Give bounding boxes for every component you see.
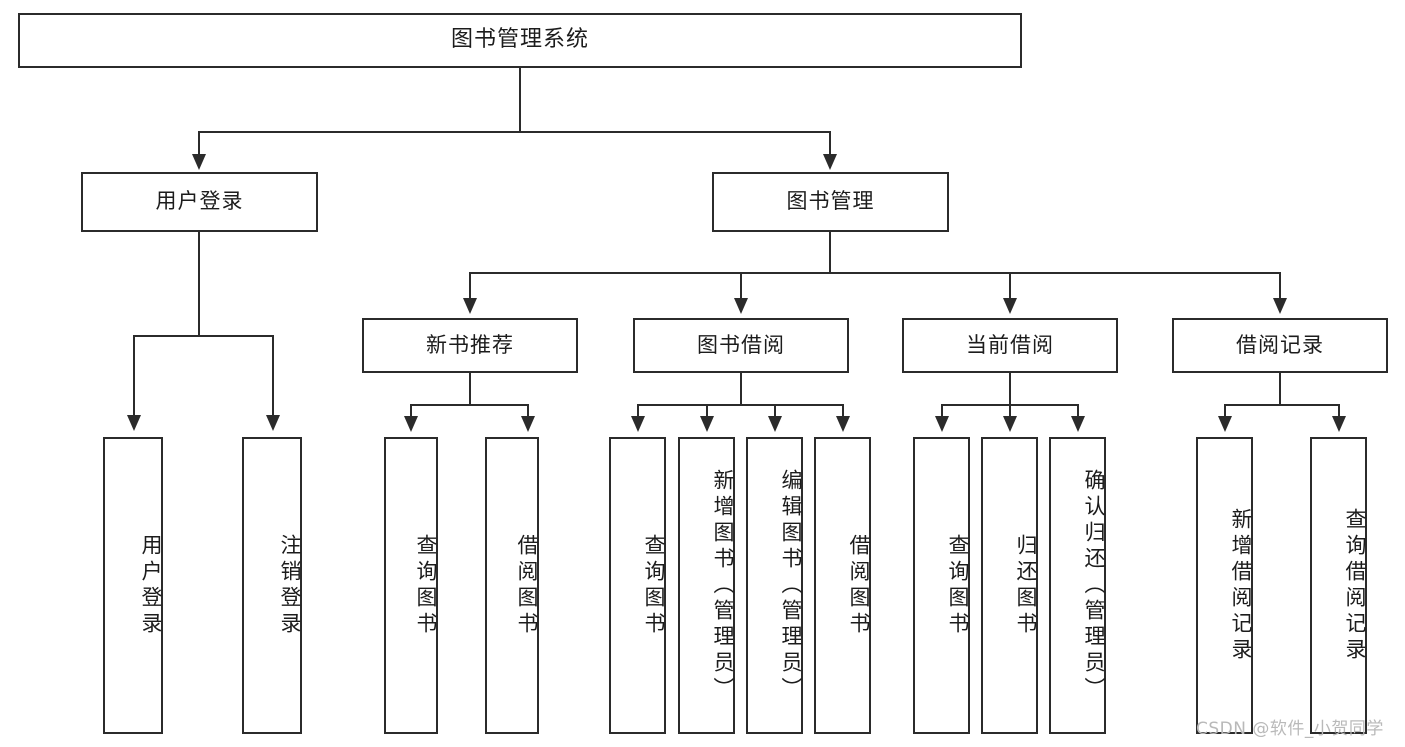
node-label: 编辑图书（管理员） [779,468,803,703]
arrow-down-icon [1218,416,1232,432]
connector-root-stem [519,68,521,131]
leaf-book-borrow-edit-book[interactable]: 编辑图书（管理员） [746,437,803,734]
connector-current-borrow-to-leaf-2 [1009,404,1011,418]
node-label: 查询图书 [414,533,438,638]
connector-book-manage-bus [469,272,1280,274]
arrow-down-icon [192,154,206,170]
node-label: 查询图书 [642,533,666,638]
connector-root-to-book-manage [829,131,831,156]
arrow-down-icon [266,415,280,431]
connector-borrow-record-stem [1279,373,1281,405]
connector-book-manage-stem [829,232,831,273]
node-label: 图书管理系统 [450,27,589,53]
connector-current-borrow-to-leaf-3 [1077,404,1079,418]
node-user-login[interactable]: 用户登录 [81,172,318,232]
node-current-borrow[interactable]: 当前借阅 [902,318,1118,373]
connector-user-login-bus [133,335,274,337]
connector-root-bus [198,131,831,133]
connector-user-login-to-leaf-2 [272,335,274,417]
node-label: 注销登录 [278,533,302,638]
arrow-down-icon [823,154,837,170]
connector-book-borrow-bus [637,404,843,406]
leaf-new-book-borrow-book[interactable]: 借阅图书 [485,437,539,734]
arrow-down-icon [1003,298,1017,314]
connector-new-book-stem [469,373,471,405]
connector-new-book-bus [410,404,529,406]
leaf-current-borrow-query-book[interactable]: 查询图书 [913,437,970,734]
leaf-user-login-logout[interactable]: 注销登录 [242,437,302,734]
node-new-book-recommend[interactable]: 新书推荐 [362,318,578,373]
arrow-down-icon [836,416,850,432]
node-borrow-record[interactable]: 借阅记录 [1172,318,1388,373]
arrow-down-icon [1003,416,1017,432]
node-label: 借阅图书 [515,533,539,638]
arrow-down-icon [1071,416,1085,432]
node-book-borrow[interactable]: 图书借阅 [633,318,849,373]
node-label: 归还图书 [1014,533,1038,638]
connector-book-borrow-stem [740,373,742,405]
leaf-book-borrow-query-book[interactable]: 查询图书 [609,437,666,734]
arrow-down-icon [734,298,748,314]
leaf-new-book-query-book[interactable]: 查询图书 [384,437,438,734]
leaf-book-borrow-borrow-book[interactable]: 借阅图书 [814,437,871,734]
connector-current-borrow-stem [1009,373,1011,405]
arrow-down-icon [768,416,782,432]
node-label: 新增图书（管理员） [711,468,735,703]
node-label: 用户登录 [155,189,244,214]
leaf-borrow-record-add-record[interactable]: 新增借阅记录 [1196,437,1253,734]
arrow-down-icon [404,416,418,432]
node-label: 图书借阅 [697,332,785,357]
node-label: 用户登录 [139,533,163,638]
leaf-book-borrow-add-book[interactable]: 新增图书（管理员） [678,437,735,734]
arrow-down-icon [1273,298,1287,314]
node-book-manage[interactable]: 图书管理 [712,172,949,232]
connector-to-new-book [469,272,471,300]
connector-borrow-record-to-leaf-2 [1338,404,1340,418]
connector-to-book-borrow [740,272,742,300]
node-label: 新书推荐 [426,332,514,357]
node-label: 当前借阅 [966,332,1054,357]
node-label: 新增借阅记录 [1229,507,1253,664]
node-root-system[interactable]: 图书管理系统 [18,13,1022,68]
arrow-down-icon [631,416,645,432]
arrow-down-icon [935,416,949,432]
connector-new-book-to-leaf-1 [410,404,412,418]
connector-borrow-record-to-leaf-1 [1224,404,1226,418]
connector-new-book-to-leaf-2 [527,404,529,418]
node-label: 借阅图书 [847,533,871,638]
node-label: 借阅记录 [1236,332,1324,357]
connector-book-borrow-to-leaf-1 [637,404,639,418]
arrow-down-icon [463,298,477,314]
node-label: 查询借阅记录 [1343,507,1367,664]
arrow-down-icon [1332,416,1346,432]
connector-to-current-borrow [1009,272,1011,300]
connector-book-borrow-to-leaf-4 [842,404,844,418]
node-label: 图书管理 [786,189,875,214]
arrow-down-icon [127,415,141,431]
connector-user-login-to-leaf-1 [133,335,135,417]
connector-user-login-stem [198,232,200,336]
connector-borrow-record-bus [1224,404,1339,406]
leaf-current-borrow-confirm-return[interactable]: 确认归还（管理员） [1049,437,1106,734]
node-label: 确认归还（管理员） [1082,468,1106,703]
watermark-text: CSDN @软件_小贺同学 [1196,719,1384,739]
leaf-borrow-record-query-record[interactable]: 查询借阅记录 [1310,437,1367,734]
connector-current-borrow-to-leaf-1 [941,404,943,418]
connector-book-borrow-to-leaf-2 [706,404,708,418]
arrow-down-icon [700,416,714,432]
arrow-down-icon [521,416,535,432]
connector-root-to-user-login [198,131,200,156]
connector-book-borrow-to-leaf-3 [774,404,776,418]
connector-to-borrow-record [1279,272,1281,300]
leaf-current-borrow-return-book[interactable]: 归还图书 [981,437,1038,734]
leaf-user-login-login[interactable]: 用户登录 [103,437,163,734]
node-label: 查询图书 [946,533,970,638]
